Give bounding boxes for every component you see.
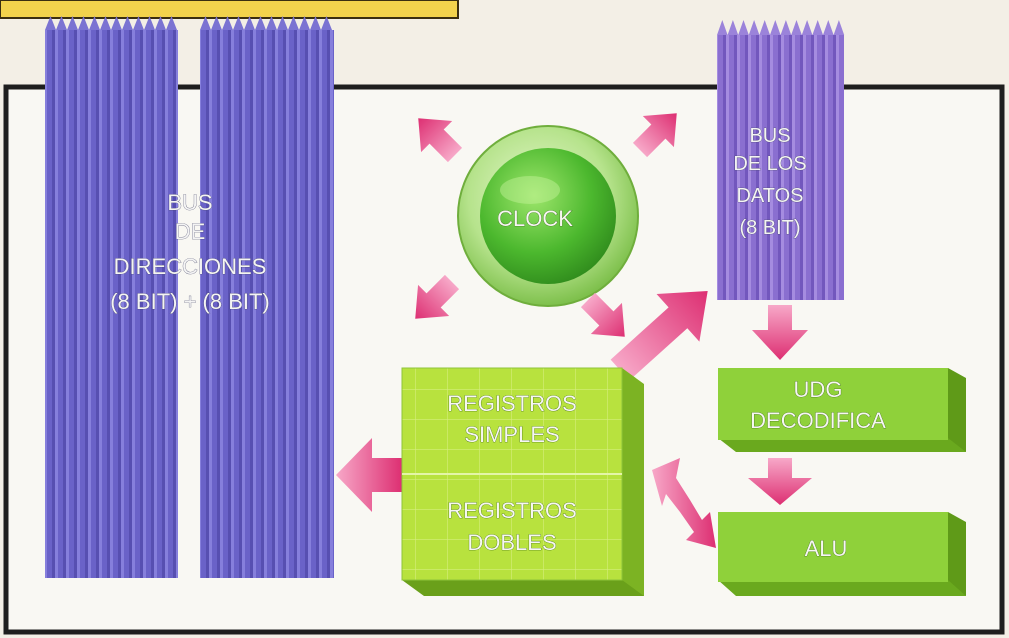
address-bus-line-3: DIRECCIONES xyxy=(114,254,267,279)
decoder-block: UDG DECODIFICA xyxy=(718,368,966,452)
registers-double-line-1: REGISTROS xyxy=(447,498,577,523)
data-bus-line-1: BUS xyxy=(749,125,790,147)
address-bus-line-2: DE xyxy=(175,219,206,244)
decoder-line-2: DECODIFICA xyxy=(750,408,886,433)
decoder-line-1: UDG xyxy=(794,377,843,402)
registers-simple-line-1: REGISTROS xyxy=(447,391,577,416)
data-bus-line-2: DE LOS xyxy=(733,153,806,175)
alu-label: ALU xyxy=(805,536,848,561)
registers-block: REGISTROS SIMPLES REGISTROS DOBLES xyxy=(402,368,644,596)
address-bus-line-4: (8 BIT) + (8 BIT) xyxy=(110,289,270,314)
data-bus-line-4: (8 BIT) xyxy=(739,217,800,239)
alu-block: ALU xyxy=(718,512,966,596)
registers-simple-line-2: SIMPLES xyxy=(464,422,559,447)
clock-label: CLOCK xyxy=(497,206,573,231)
registers-double-line-2: DOBLES xyxy=(467,530,556,555)
clock: CLOCK xyxy=(458,126,638,306)
yellow-banner xyxy=(0,0,458,18)
data-bus-line-3: DATOS xyxy=(736,185,803,207)
address-bus-line-1: BUS xyxy=(167,190,212,215)
